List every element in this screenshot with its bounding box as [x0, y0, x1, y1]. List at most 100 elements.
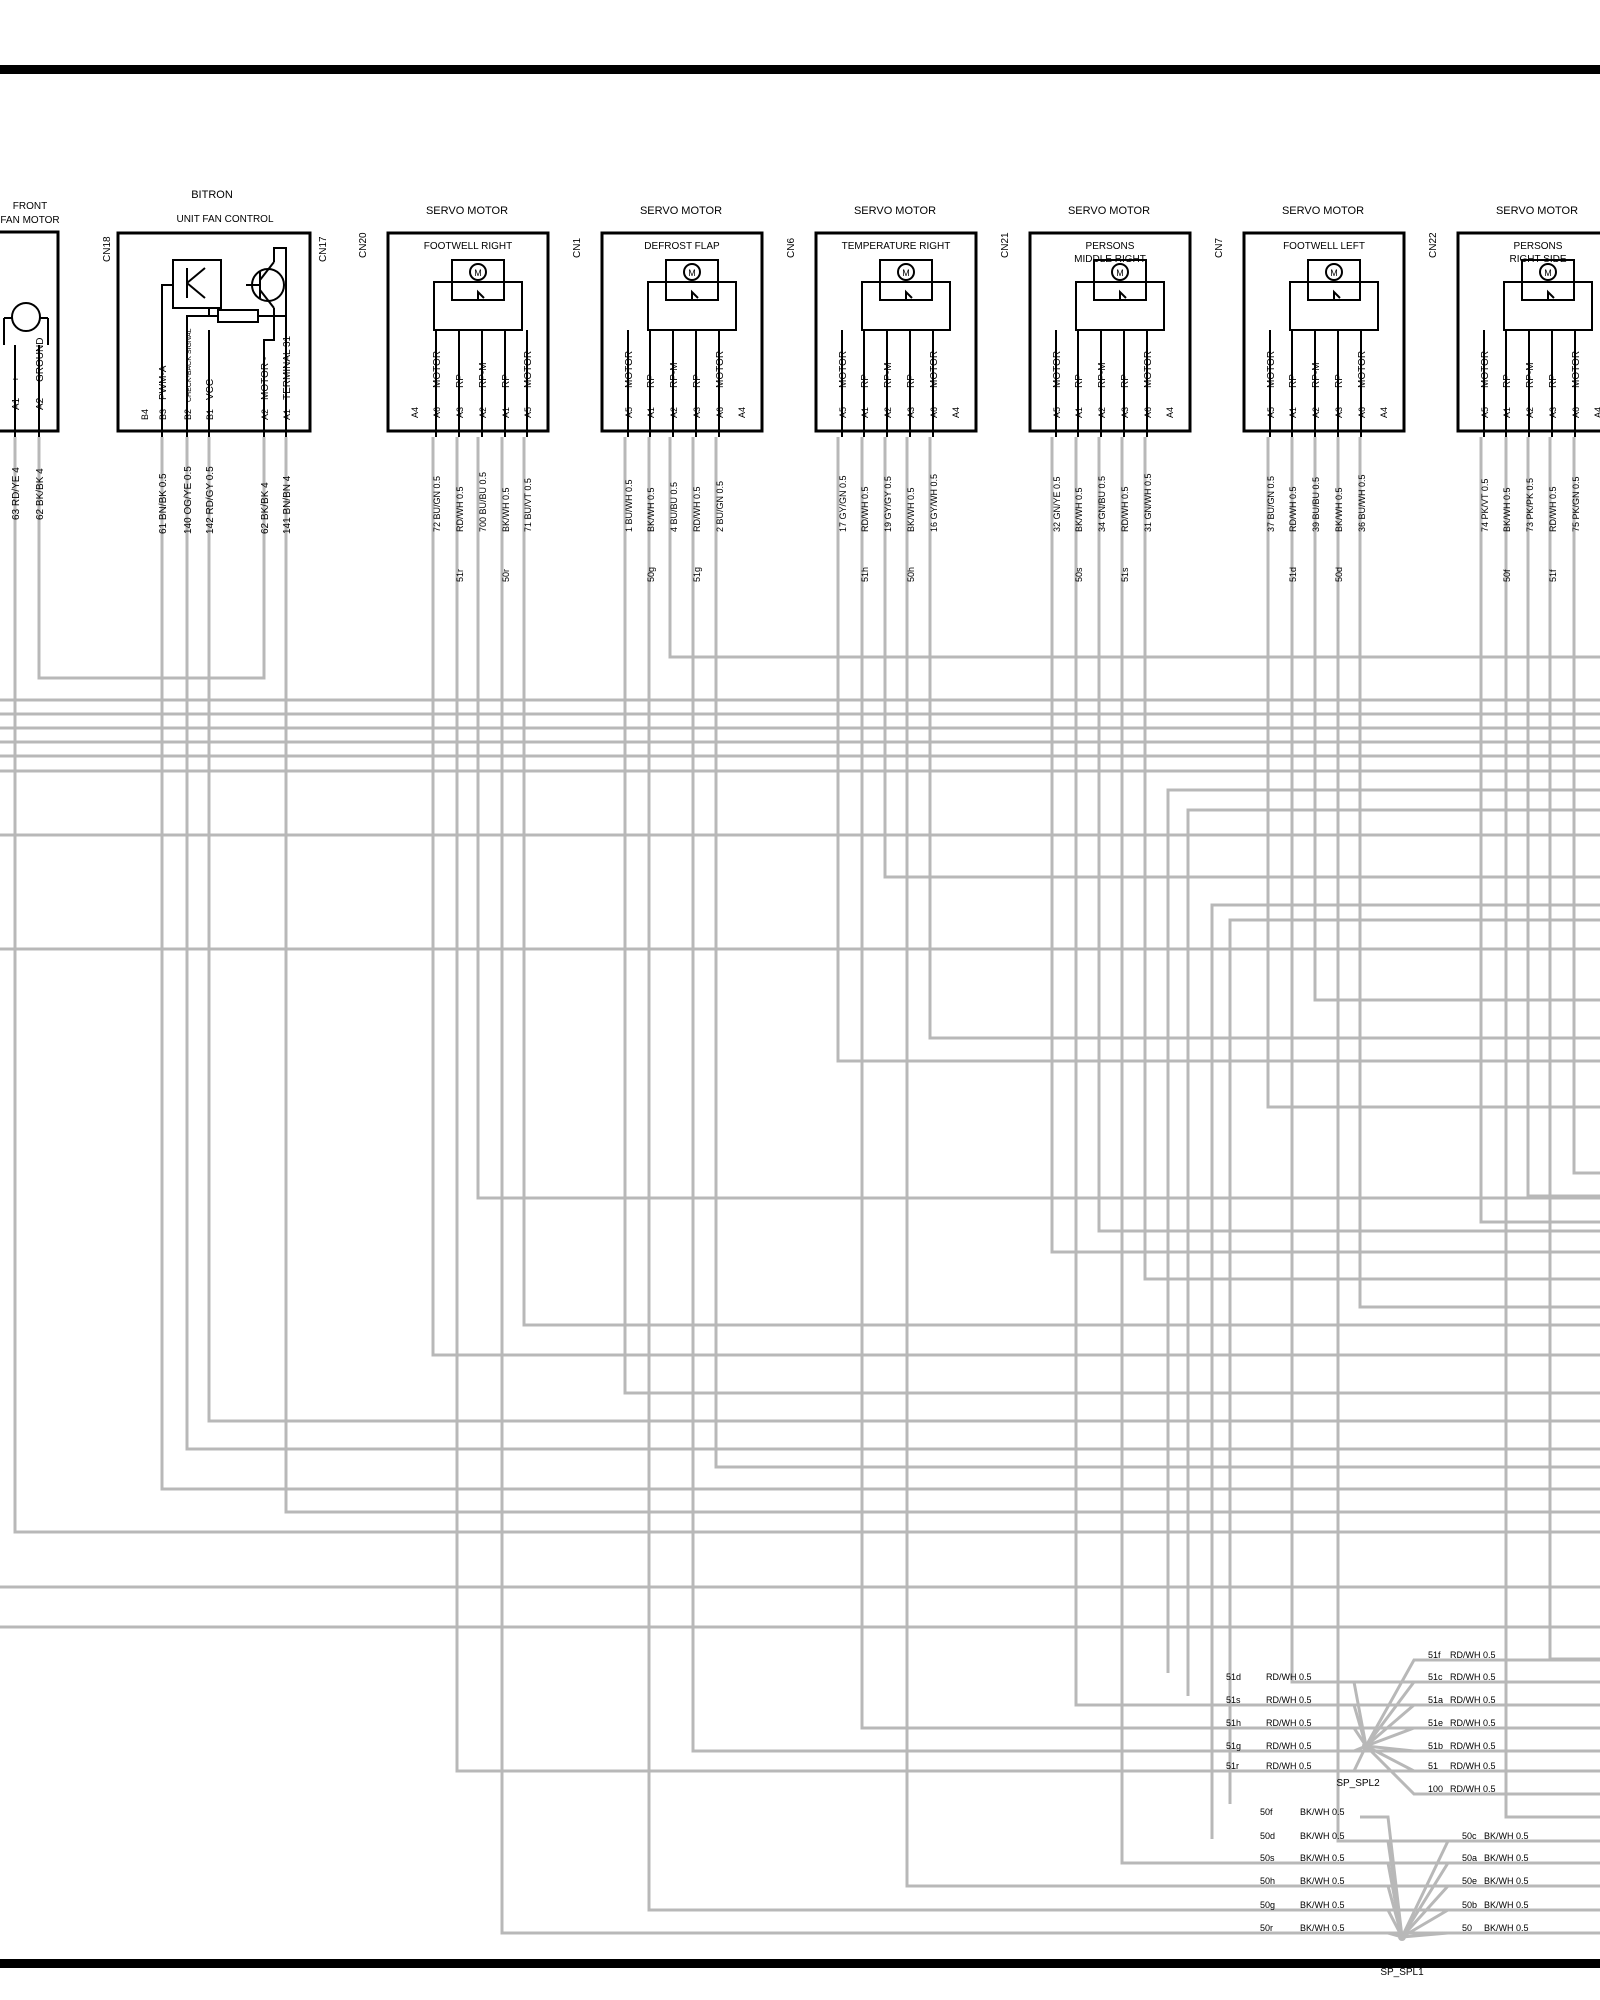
splice-wire: RD/WH 0.5 [1450, 1741, 1496, 1751]
wire-code: 37 BU/GN 0.5 [1266, 476, 1276, 532]
pin-label: A2 [669, 407, 679, 418]
splice-id: 51r [1226, 1761, 1239, 1771]
pin-function: RP [1548, 374, 1559, 388]
servo-type-label: SERVO MOTOR [1496, 205, 1578, 217]
wire-code: RD/WH 0.5 [1548, 486, 1558, 532]
bitron-title: BITRON [191, 189, 233, 201]
servo-2 [600, 231, 764, 437]
pin-label: B3 [158, 409, 168, 420]
splice-ref: 50r [501, 569, 511, 582]
pin-function: RP [1074, 374, 1085, 388]
wire-code: 31 GN/WH 0.5 [1143, 473, 1153, 532]
splice-ref: 51h [860, 567, 870, 582]
splice-name: SP_SPL2 [1336, 1778, 1380, 1789]
wire-code: 142 RD/GY 0.5 [205, 466, 216, 534]
splice-id: 51 [1428, 1761, 1438, 1771]
pin-function: MOTOR - [260, 357, 271, 400]
splice-id: 51c [1428, 1672, 1443, 1682]
servo-box [1242, 231, 1406, 433]
pin-function: MOTOR [1357, 351, 1368, 388]
wire-8 [455, 437, 1600, 1773]
pin-label: A6 [1571, 407, 1581, 418]
pin-function: MOTOR [1143, 351, 1154, 388]
pin-function: + [11, 376, 22, 382]
pin-function: RP [501, 374, 512, 388]
motor-m-letter: M [1116, 268, 1124, 278]
splice-branch [1401, 1931, 1600, 1939]
wire-26 [1143, 437, 1600, 1281]
wire-code: BK/WH 0.5 [1334, 487, 1344, 532]
wire-code: BK/WH 0.5 [501, 487, 511, 532]
splice-wire: BK/WH 0.5 [1300, 1831, 1345, 1841]
wire-code: 1 BU/WH 0.5 [624, 479, 634, 532]
wire-15 [691, 437, 1600, 1753]
splice-id: 50f [1260, 1807, 1273, 1817]
servo-name: DEFROST FLAP [644, 241, 720, 252]
wire-code: 17 GY/GN 0.5 [838, 475, 848, 532]
splice-id: 50a [1462, 1853, 1477, 1863]
splice-id: 51a [1428, 1695, 1443, 1705]
relay-coil-symbol [172, 259, 222, 309]
motor-symbol [1325, 263, 1343, 281]
pin-label: A6 [1143, 407, 1153, 418]
pin-function: RP-M [883, 362, 894, 388]
splice-wire: RD/WH 0.5 [1266, 1761, 1312, 1771]
wire-code: 4 BU/BU 0.5 [669, 482, 679, 532]
splice-wire: BK/WH 0.5 [1300, 1853, 1345, 1863]
pin-label: A5 [1266, 407, 1276, 418]
servo-3 [814, 231, 978, 437]
servo-1 [386, 231, 550, 437]
pin-function: CHECK-BACK SIGNAL [186, 328, 193, 402]
pin-label: A3 [455, 407, 465, 418]
pin-label: A1 [860, 407, 870, 418]
pin-function: MOTOR [1266, 351, 1277, 388]
splice-wire: RD/WH 0.5 [1266, 1718, 1312, 1728]
wire-9 [476, 437, 1600, 1200]
wire-code: BK/WH 0.5 [1502, 487, 1512, 532]
wire-24 [1097, 437, 1600, 1233]
wire-code: 39 BU/BU 0.5 [1311, 477, 1321, 532]
splice-branch [1360, 1861, 1404, 1938]
splice-branch [1400, 1839, 1600, 1938]
motor-m-letter: M [1330, 268, 1338, 278]
wire-code: 141 BN/BN 4 [282, 475, 293, 534]
wire-code: 75 PK/GN 0.5 [1571, 476, 1581, 532]
splice-wire: BK/WH 0.5 [1300, 1807, 1345, 1817]
wire-10 [500, 437, 1600, 1935]
splice-wire: RD/WH 0.5 [1450, 1695, 1496, 1705]
splice-branch [1326, 1745, 1368, 1773]
splice-ref: 50h [906, 567, 916, 582]
wire-19 [883, 437, 1600, 879]
pin-function: RP [1502, 374, 1513, 388]
splice-branch [1400, 1884, 1600, 1939]
servo-connector-id: CN1 [572, 238, 583, 258]
pin-function: MOTOR [432, 351, 443, 388]
pin-label: A2 [1097, 407, 1107, 418]
wire-code: 61 BN/BK 0.5 [158, 473, 169, 534]
splice-wire: RD/WH 0.5 [1266, 1695, 1312, 1705]
bitron-box [116, 231, 312, 433]
potentiometer-wiper [1322, 289, 1346, 301]
splice-id: 50d [1260, 1831, 1275, 1841]
pin-function: RP-M [1525, 362, 1536, 388]
splice-ref: 50s [1074, 567, 1084, 582]
splice-branch [1365, 1744, 1600, 1753]
servo-type-label: SERVO MOTOR [1282, 205, 1364, 217]
wire-50 [1228, 918, 1600, 1804]
splice-ref: 51s [1120, 567, 1130, 582]
top-border-bar [0, 65, 1600, 74]
servo-connector-id: CN7 [1214, 238, 1225, 258]
motor-m-letter: M [474, 268, 482, 278]
pin-function: MOTOR [624, 351, 635, 388]
potentiometer-frame [861, 281, 951, 331]
wire-14 [668, 437, 1600, 659]
pin-label: B4 [140, 409, 150, 420]
splice-node [1362, 1742, 1370, 1750]
servo-connector-id: CN22 [1428, 232, 1439, 258]
servo-6 [1456, 231, 1600, 437]
pin-function: RP [860, 374, 871, 388]
pin-label: A3 [1120, 407, 1130, 418]
pin-label: A5 [624, 407, 634, 418]
wire-code: 36 BU/WH 0.5 [1357, 474, 1367, 532]
